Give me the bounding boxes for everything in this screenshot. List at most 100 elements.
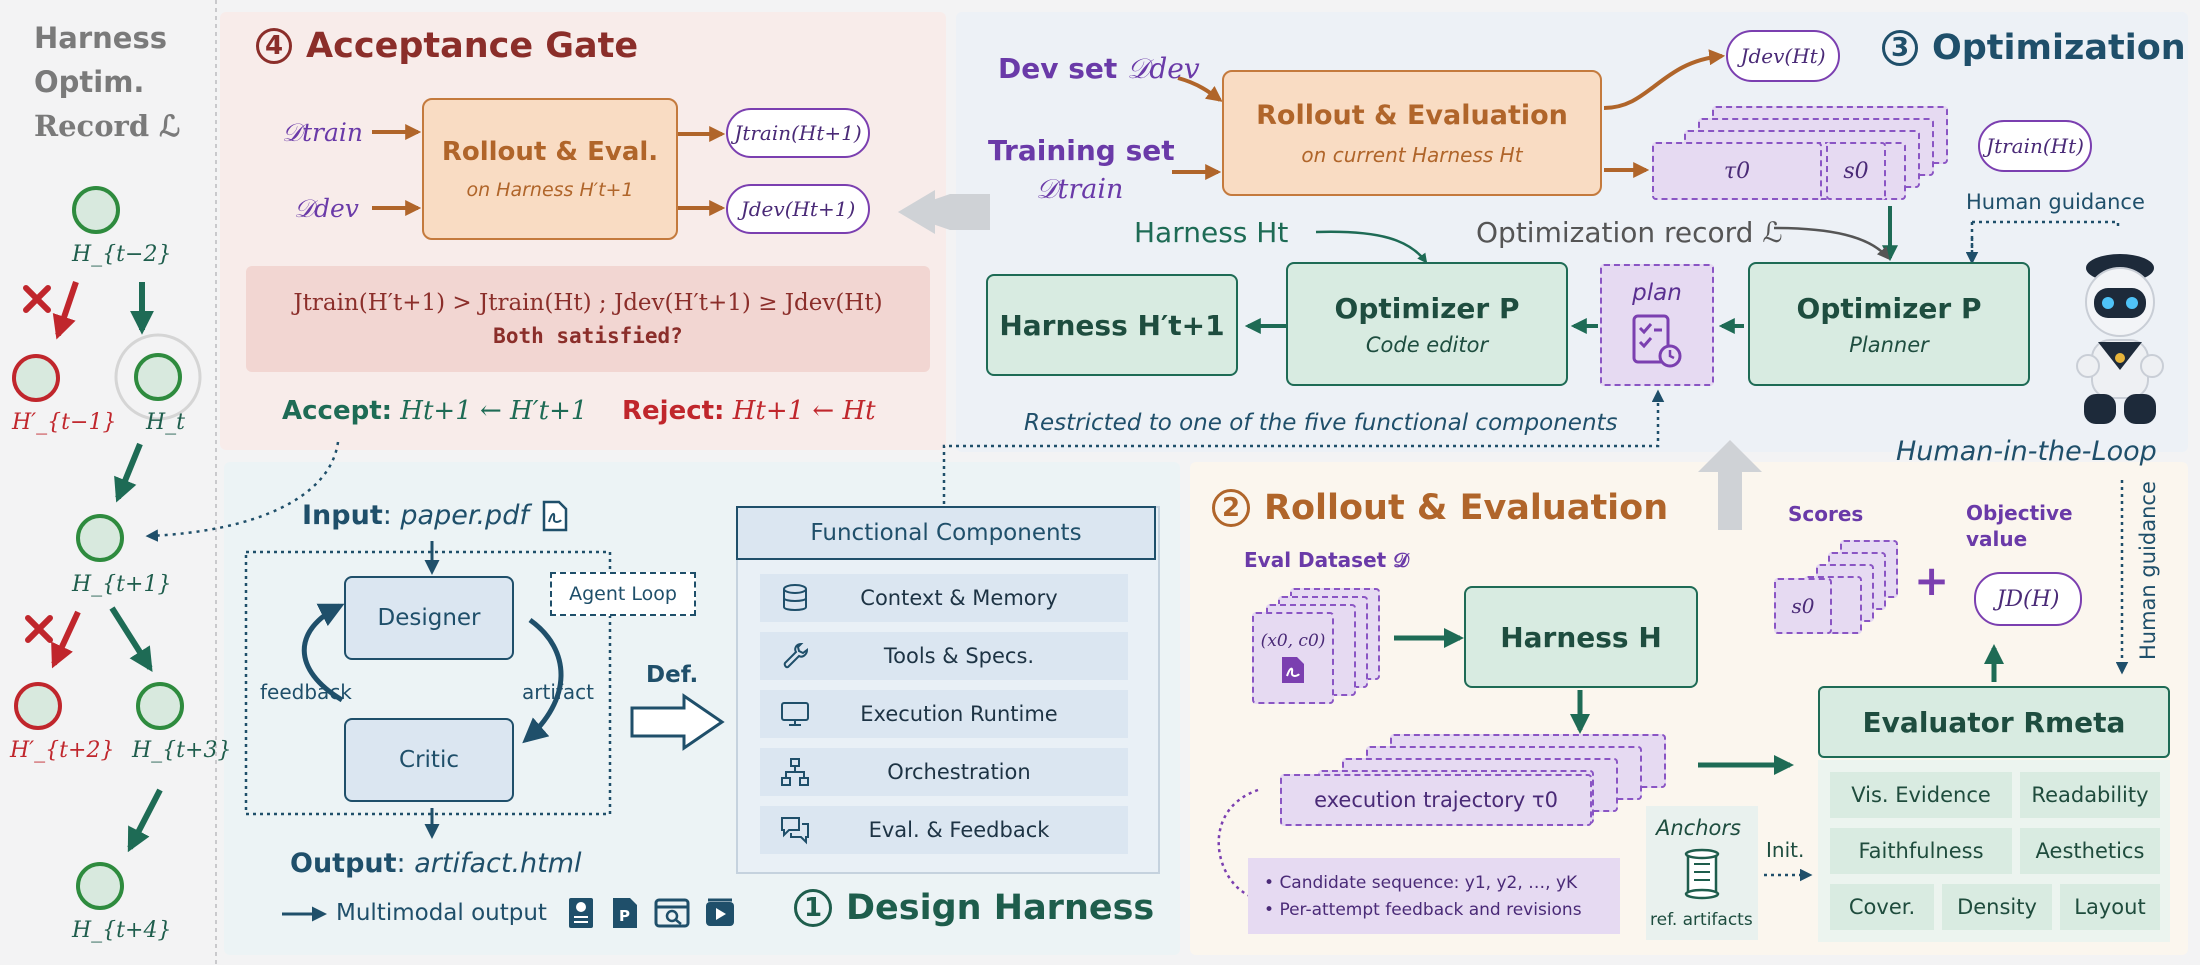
gate-accept: Accept: Ht+1 ← H′t+1	[282, 396, 587, 426]
evaluator-box: Evaluator Rmeta	[1818, 686, 2170, 758]
metric-faithfulness: Faithfulness	[1830, 828, 2012, 874]
node-h-t-label: H_t	[146, 410, 186, 435]
reject-cross-icon	[25, 615, 53, 643]
rollout-title: Rollout & Evaluation	[1264, 488, 1669, 528]
code-editor-subtitle: Code editor	[1365, 332, 1489, 357]
optimizer-planner-box: Optimizer P Planner	[1748, 262, 2030, 386]
node-h-prime-t-minus-1	[12, 354, 60, 402]
wrench-icon	[783, 642, 809, 669]
harness-ht-label: Harness Ht	[1134, 216, 1289, 249]
candidate-note-2: • Per-attempt feedback and revisions	[1264, 900, 1582, 920]
node-h-t	[134, 353, 182, 401]
robot-icon	[2076, 254, 2164, 424]
fc-eval-feedback: Eval. & Feedback	[760, 806, 1128, 854]
objective-value-label: Objective value	[1966, 501, 2073, 551]
plan-card: plan	[1600, 264, 1714, 386]
svg-text:P: P	[619, 907, 630, 925]
acceptance-gate-heading: 4 Acceptance Gate	[256, 26, 638, 66]
design-output-label: Output	[290, 848, 397, 879]
rollout-harness-box: Harness H	[1464, 586, 1698, 688]
node-h-prime-t-plus-2-label: H′_{t+2}	[10, 738, 115, 763]
slides-icon: P	[613, 898, 637, 928]
plus-sign: +	[1914, 556, 1950, 605]
functional-components-title: Functional Components	[810, 520, 1082, 546]
multimodal-output-label: Multimodal output	[336, 900, 547, 926]
critic-label: Critic	[399, 747, 459, 773]
gate-reject: Reject: Ht+1 ← Ht	[622, 396, 876, 426]
gate-question: Both satisfied?	[493, 324, 683, 348]
dev-set-symbol: 𝒟dev	[1127, 52, 1200, 85]
fc-eval-feedback-label: Eval. & Feedback	[868, 818, 1050, 842]
gate-reject-label: Reject:	[622, 396, 725, 426]
plan-label: plan	[1632, 280, 1682, 306]
score-s: s0	[1791, 594, 1815, 618]
node-h-t-minus-2-label: H_{t−2}	[72, 242, 172, 267]
gate-jdev-pill: Jdev(Ht+1)	[726, 184, 870, 234]
step-1-badge: 1	[794, 889, 832, 927]
database-icon	[783, 584, 807, 611]
fc-tools-specs-label: Tools & Specs.	[883, 644, 1035, 668]
human-in-the-loop-label: Human-in-the-Loop	[1896, 436, 2157, 467]
dev-set-label: Dev set 𝒟dev	[998, 52, 1200, 86]
record-title: Harness Optim. Record ℒ	[34, 16, 180, 148]
dataset-sample: (x0, c0)	[1260, 631, 1326, 651]
dataset-sample-card: (x0, c0)	[1252, 612, 1334, 704]
poster-icon	[569, 898, 593, 928]
opt-s-card: s0	[1826, 142, 1886, 200]
metric-vis-evidence: Vis. Evidence	[1830, 772, 2012, 818]
restricted-note: Restricted to one of the five functional…	[1024, 410, 1618, 436]
chat-bubbles-icon	[781, 817, 809, 845]
objective-jd-pill: JD(H)	[1974, 572, 2082, 626]
fc-context-memory-label: Context & Memory	[860, 586, 1058, 610]
candidate-note-2-text: Per-attempt feedback and revisions	[1279, 900, 1582, 920]
video-icon	[706, 898, 734, 926]
critic-box: Critic	[344, 718, 514, 802]
planner-subtitle: Planner	[1849, 332, 1929, 357]
monitor-icon	[781, 702, 809, 726]
pdf-icon	[1282, 657, 1304, 683]
scroll-icon	[1684, 848, 1720, 900]
reject-cross-icon	[23, 285, 51, 313]
gate-accept-label: Accept:	[282, 396, 393, 426]
opt-rollout-box: Rollout & Evaluation on current Harness …	[1222, 70, 1602, 196]
rollout-harness-label: Harness H	[1500, 620, 1662, 654]
metric-cover: Cover.	[1830, 884, 1934, 930]
optimization-heading: 3 Optimization	[1882, 28, 2186, 68]
ref-artifacts-label: ref. artifacts	[1650, 910, 1753, 930]
optimization-record-label: Optimization record ℒ	[1476, 216, 1783, 249]
init-label: Init.	[1766, 838, 1805, 862]
webpage-icon	[654, 898, 690, 928]
gate-rollout-box: Rollout & Eval. on Harness H′t+1	[422, 98, 678, 240]
gate-dev-input: 𝒟dev	[294, 194, 359, 223]
human-guidance-top: Human guidance	[1966, 190, 2145, 214]
designer-box: Designer	[344, 576, 514, 660]
design-harness-heading: 1 Design Harness	[794, 888, 1154, 928]
record-title-line3: Record ℒ	[34, 109, 181, 143]
node-h-t-minus-2	[72, 186, 120, 234]
design-input-label: Input	[302, 500, 383, 531]
fc-execution-runtime-label: Execution Runtime	[860, 702, 1058, 726]
planner-title: Optimizer P	[1796, 291, 1982, 325]
fc-execution-runtime: Execution Runtime	[760, 690, 1128, 738]
trajectory-label: execution trajectory τ0	[1314, 788, 1558, 812]
candidate-notes: • Candidate sequence: y1, y2, …, yK • Pe…	[1248, 858, 1620, 934]
opt-s: s0	[1843, 158, 1869, 184]
gate-reject-expr: Ht+1 ← Ht	[732, 396, 876, 426]
design-output-file: artifact.html	[414, 848, 582, 879]
evaluator-label: Evaluator Rmeta	[1862, 705, 2126, 739]
opt-tau: τ0	[1723, 158, 1751, 184]
step-2-badge: 2	[1212, 489, 1250, 527]
design-input: Input: paper.pdf	[302, 500, 529, 531]
code-editor-title: Optimizer P	[1334, 291, 1520, 325]
gate-jtrain-pill: Jtrain(Ht+1)	[726, 108, 870, 158]
pdf-icon	[542, 500, 568, 532]
optimization-title: Optimization	[1932, 28, 2186, 68]
node-h-prime-t-minus-1-label: H′_{t−1}	[12, 410, 117, 435]
multimodal-icons: P	[566, 896, 736, 930]
hierarchy-icon	[781, 758, 809, 786]
anchors-label: Anchors	[1656, 816, 1741, 840]
node-h-t-plus-1-label: H_{t+1}	[72, 572, 172, 597]
agent-loop-label: Agent Loop	[569, 583, 677, 605]
dev-set-text: Dev set	[998, 52, 1118, 85]
opt-jdev-pill: Jdev(Ht)	[1726, 30, 1840, 82]
